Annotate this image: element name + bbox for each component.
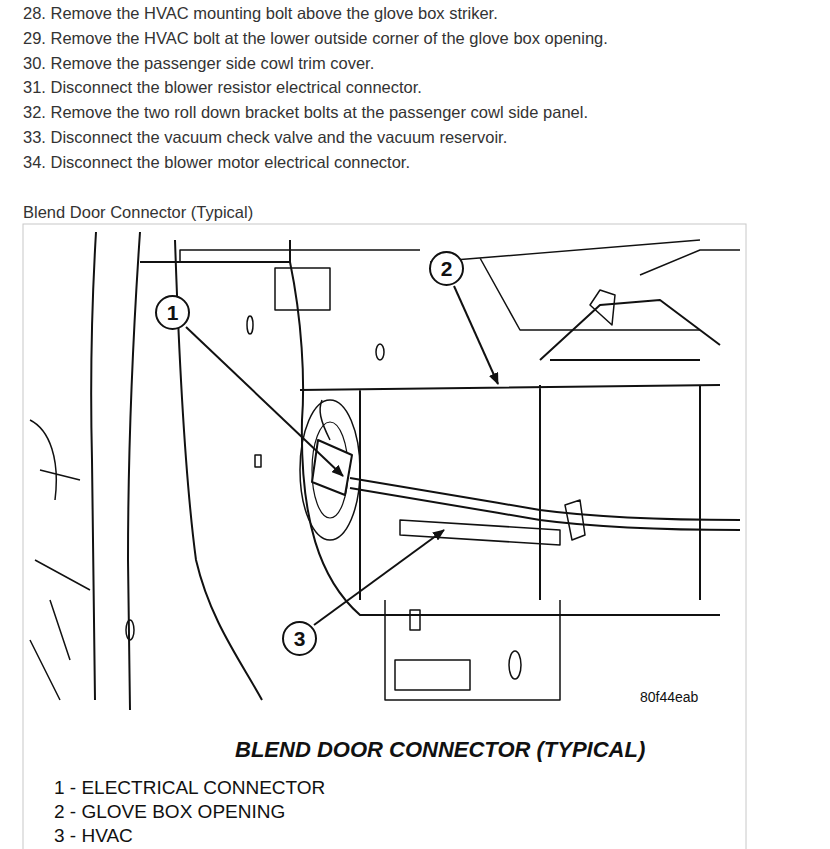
callout-number: 2 [429, 251, 464, 286]
legend-line: 3 - HVAC [54, 825, 133, 847]
callout-number: 3 [282, 621, 317, 656]
procedure-step: 32. Remove the two roll down bracket bol… [23, 102, 588, 122]
callout-text: 3 [294, 628, 306, 649]
procedure-step: 34. Disconnect the blower motor electric… [23, 152, 410, 172]
hvac-drawing [30, 232, 740, 710]
procedure-step-text: 34. Disconnect the blower motor electric… [23, 153, 410, 171]
legend-line: 2 - GLOVE BOX OPENING [54, 801, 285, 823]
procedure-step-text: 33. Disconnect the vacuum check valve an… [23, 128, 507, 146]
procedure-step: 30. Remove the passenger side cowl trim … [23, 53, 374, 73]
callout-number: 1 [155, 295, 190, 330]
figure-title: Blend Door Connector (Typical) [23, 202, 253, 222]
callout-text: 2 [441, 258, 453, 279]
figure-code-text: 80f44eab [640, 689, 698, 705]
figure-code: 80f44eab [640, 689, 698, 705]
figure-frame [23, 224, 746, 849]
procedure-step: 33. Disconnect the vacuum check valve an… [23, 127, 507, 147]
leader-lines [186, 286, 498, 625]
figure-caption: BLEND DOOR CONNECTOR (TYPICAL) [235, 737, 645, 763]
procedure-step: 31. Disconnect the blower resistor elect… [23, 77, 422, 97]
figure-title-text: Blend Door Connector (Typical) [23, 203, 253, 221]
legend-line: 1 - ELECTRICAL CONNECTOR [54, 777, 325, 799]
callout-text: 1 [167, 302, 179, 323]
procedure-step-text: 29. Remove the HVAC bolt at the lower ou… [23, 29, 608, 47]
procedure-step-text: 31. Disconnect the blower resistor elect… [23, 78, 422, 96]
procedure-step: 29. Remove the HVAC bolt at the lower ou… [23, 28, 608, 48]
legend-line-text: 2 - GLOVE BOX OPENING [54, 801, 285, 822]
procedure-step-text: 30. Remove the passenger side cowl trim … [23, 54, 374, 72]
procedure-step-text: 32. Remove the two roll down bracket bol… [23, 103, 588, 121]
legend-line-text: 3 - HVAC [54, 825, 133, 846]
figure-caption-text: BLEND DOOR CONNECTOR (TYPICAL) [235, 737, 645, 762]
procedure-step-text: 28. Remove the HVAC mounting bolt above … [23, 4, 498, 22]
legend-line-text: 1 - ELECTRICAL CONNECTOR [54, 777, 325, 798]
procedure-step: 28. Remove the HVAC mounting bolt above … [23, 3, 498, 23]
